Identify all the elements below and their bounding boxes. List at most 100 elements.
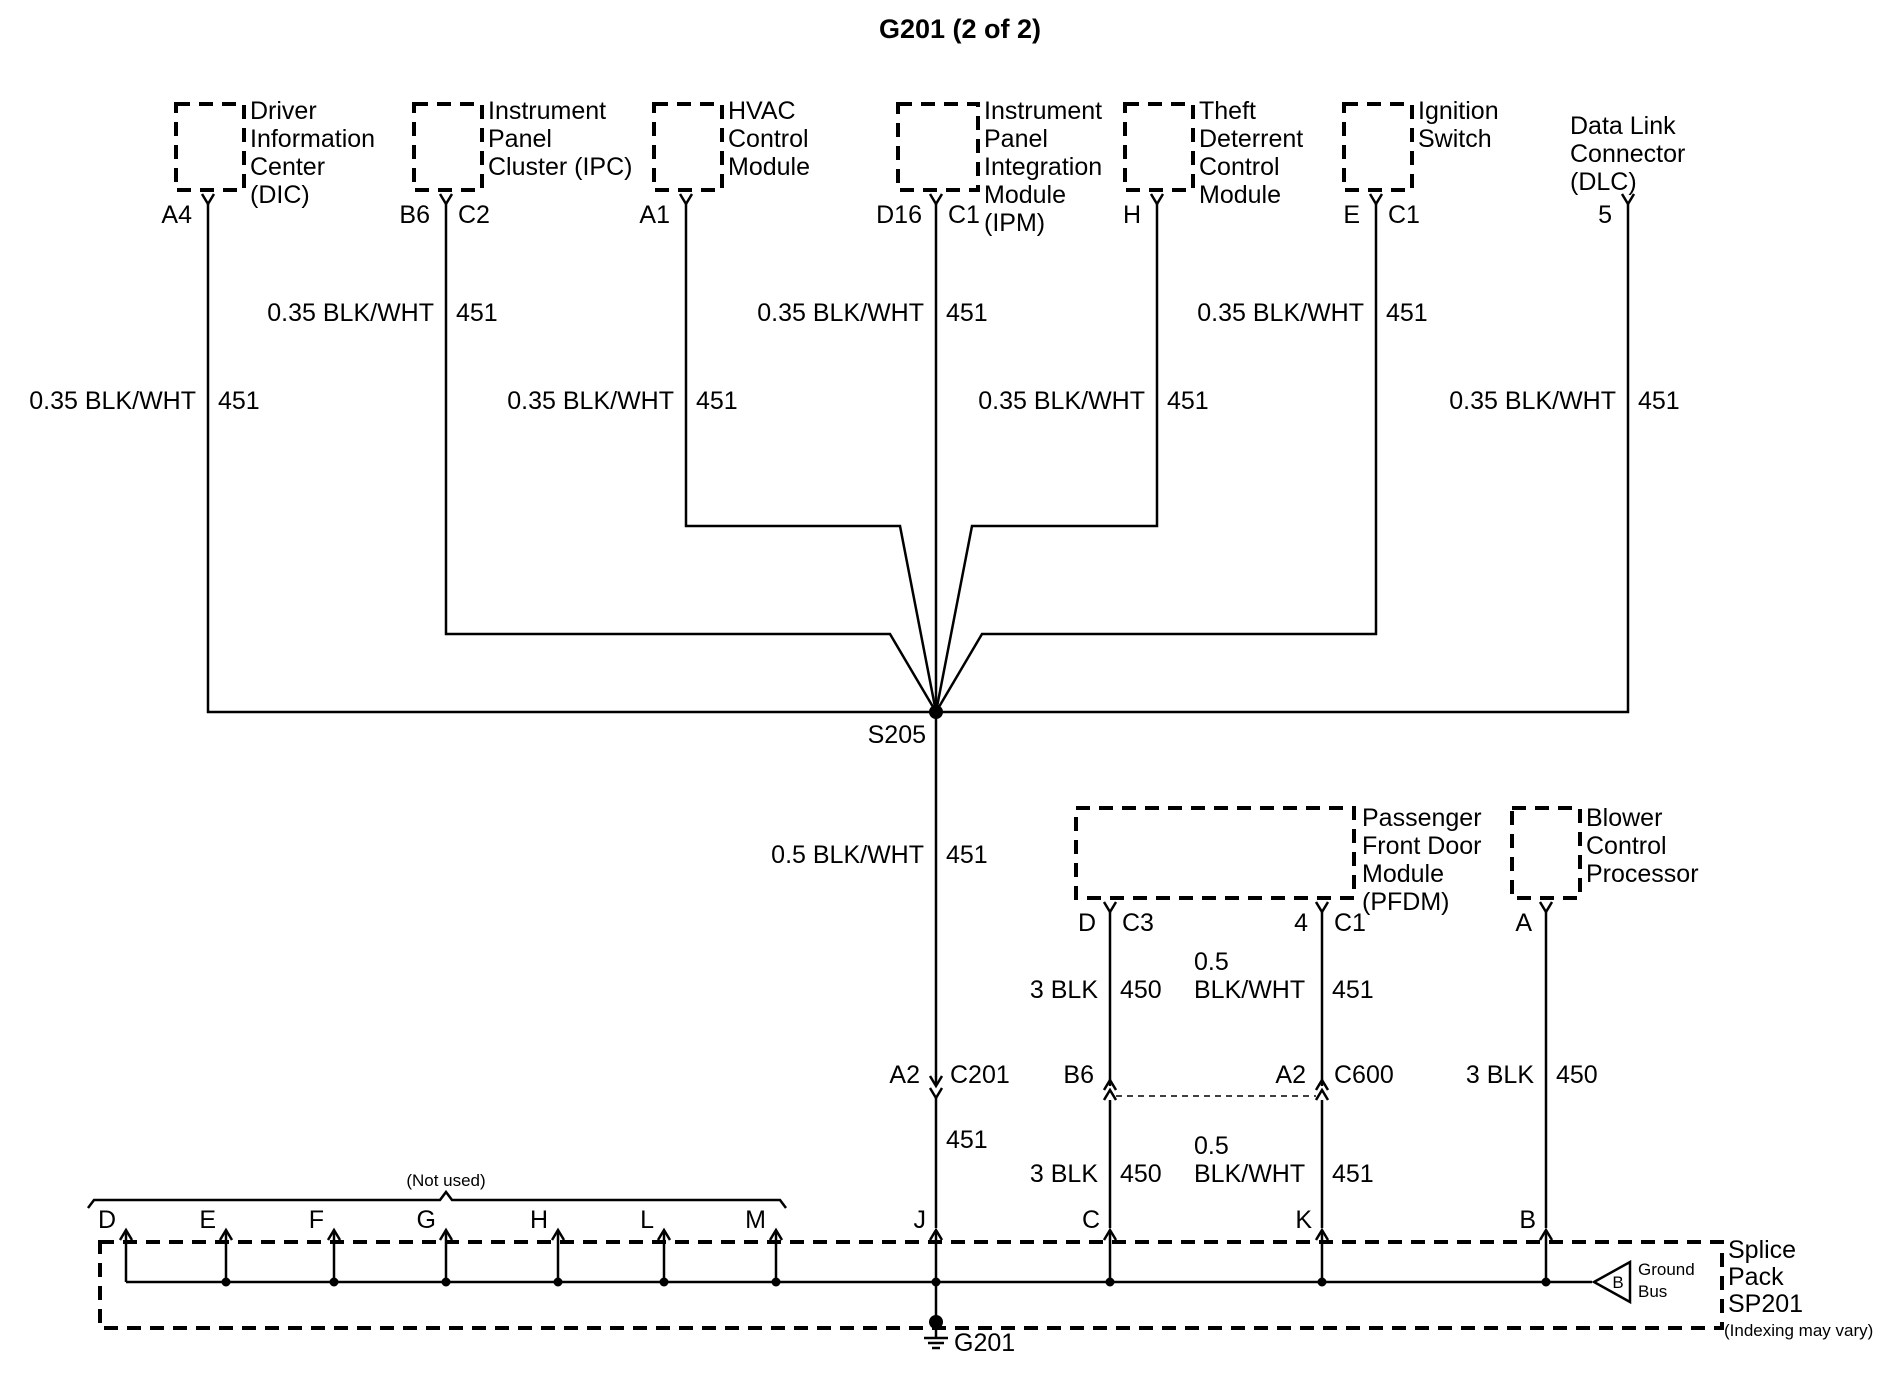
c201-connector-male (928, 1087, 944, 1101)
dlc-wire-circuit: 451 (1638, 387, 1680, 415)
c201-id: C201 (950, 1061, 1010, 1089)
hvac-pin: A1 (639, 201, 670, 229)
pfdm-451-lower-circuit: 451 (1332, 1160, 1374, 1188)
sp201-pin-label: H (530, 1206, 548, 1234)
ipc-box (412, 102, 484, 192)
ipc-pin: B6 (399, 201, 430, 229)
sp201-pin-label: D (98, 1206, 116, 1234)
ignition-wire-circuit: 451 (1386, 299, 1428, 327)
sp201-pin-label: L (640, 1206, 654, 1234)
blower-connector (1538, 901, 1554, 915)
ignition-box (1342, 102, 1414, 192)
hvac-wire-size: 0.35 BLK/WHT (507, 387, 674, 415)
sp201-junction-dot (1105, 1277, 1115, 1287)
sp201-note: (Indexing may vary) (1724, 1321, 1873, 1340)
ipc-label: Instrument Panel Cluster (IPC) (488, 97, 632, 181)
pfdm-connector-1 (1102, 901, 1118, 915)
dlc-wire-size: 0.35 BLK/WHT (1449, 387, 1616, 415)
theft-label: Theft Deterrent Control Module (1199, 97, 1310, 209)
sp201-box (98, 1240, 1724, 1330)
ipm-connector-id: C1 (948, 201, 980, 229)
ipc-connector (438, 193, 454, 207)
ipm-connector (928, 193, 944, 207)
splice-s205-label: S205 (868, 721, 926, 749)
pfdm-connector-1-id: C3 (1122, 909, 1154, 937)
dic-connector (200, 193, 216, 207)
sp201-pin-label: B (1519, 1206, 1536, 1234)
ground-bus-label: Ground Bus (1638, 1260, 1699, 1301)
c201-lower-circuit: 451 (946, 1126, 988, 1154)
wire-dic (206, 204, 936, 714)
c600-id: C600 (1334, 1061, 1394, 1089)
dlc-pin: 5 (1598, 201, 1612, 229)
theft-connector (1149, 193, 1165, 207)
sp201-junction-dot (441, 1277, 451, 1287)
c600-pin-a2: A2 (1275, 1061, 1306, 1089)
wire-hvac (684, 204, 938, 713)
pfdm-connector-2-id: C1 (1334, 909, 1366, 937)
dic-box (174, 102, 246, 192)
trunk-wire-circuit: 451 (946, 841, 988, 869)
sp201-pin-label: C (1082, 1206, 1100, 1234)
c600-connector-b6-female (1102, 1087, 1118, 1101)
dlc-label: Data Link Connector (DLC) (1570, 112, 1692, 196)
hvac-box (652, 102, 724, 192)
sp201-junction-dot (1317, 1277, 1327, 1287)
ground-bus-letter: B (1612, 1273, 1623, 1292)
not-used-label: (Not used) (406, 1171, 485, 1190)
ipm-box (896, 102, 980, 192)
ignition-connector (1368, 193, 1384, 207)
sp201-junction-dot (659, 1277, 669, 1287)
wire-theft (934, 204, 1159, 713)
sp201-pin-label: E (199, 1206, 216, 1234)
sp201-pin-label: K (1295, 1206, 1312, 1234)
ignition-label: Ignition Switch (1418, 97, 1506, 153)
pfdm-450-lower-circuit: 450 (1120, 1160, 1162, 1188)
wire-dlc (936, 204, 1630, 714)
blower-wire-size: 3 BLK (1466, 1061, 1534, 1089)
pfdm-450-lower-size: 3 BLK (1030, 1160, 1098, 1188)
pfdm-label: Passenger Front Door Module (PFDM) (1362, 804, 1488, 916)
sp201-label: Splice Pack SP201 (1728, 1236, 1803, 1318)
wire-ipc (444, 204, 938, 713)
hvac-connector (678, 193, 694, 207)
ipc-wire-circuit: 451 (456, 299, 498, 327)
c201-pin: A2 (889, 1061, 920, 1089)
c600-pin-b6: B6 (1063, 1061, 1094, 1089)
blower-label: Blower Control Processor (1586, 804, 1699, 888)
diagram-title: G201 (2 of 2) (879, 14, 1041, 44)
ground-g201-label: G201 (954, 1329, 1015, 1357)
theft-wire-size: 0.35 BLK/WHT (978, 387, 1145, 415)
wire-ignition (934, 204, 1378, 713)
ignition-wire-size: 0.35 BLK/WHT (1197, 299, 1364, 327)
sp201-junction-dot (329, 1277, 339, 1287)
c600-connector-a2-male (1314, 1077, 1330, 1091)
theft-box (1123, 102, 1195, 192)
dic-wire-circuit: 451 (218, 387, 260, 415)
hvac-wire-circuit: 451 (696, 387, 738, 415)
c600-connector-b6-male (1102, 1077, 1118, 1091)
c600-connector-a2-female (1314, 1087, 1330, 1101)
blower-box (1510, 806, 1582, 900)
hvac-label: HVAC Control Module (728, 97, 816, 181)
pfdm-451-upper-size: 0.5 BLK/WHT (1194, 948, 1305, 1004)
dic-wire-size: 0.35 BLK/WHT (29, 387, 196, 415)
pfdm-pin-1: D (1078, 909, 1096, 937)
sp201-junction-dot (771, 1277, 781, 1287)
pfdm-450-upper-circuit: 450 (1120, 976, 1162, 1004)
blower-pin: A (1515, 909, 1532, 937)
ignition-connector-id: C1 (1388, 201, 1420, 229)
sp201-junction-dot (221, 1277, 231, 1287)
not-used-bracket (87, 1189, 787, 1209)
sp201-pin-label: M (745, 1206, 766, 1234)
ipm-wire-size: 0.35 BLK/WHT (757, 299, 924, 327)
ipm-label: Instrument Panel Integration Module (IPM… (984, 97, 1109, 237)
sp201-pin-label: F (309, 1206, 324, 1234)
pfdm-450-upper-size: 3 BLK (1030, 976, 1098, 1004)
sp201-pin-label: J (914, 1206, 927, 1234)
sp201-junction-dot (553, 1277, 563, 1287)
pfdm-box (1074, 806, 1356, 900)
theft-pin: H (1123, 201, 1141, 229)
